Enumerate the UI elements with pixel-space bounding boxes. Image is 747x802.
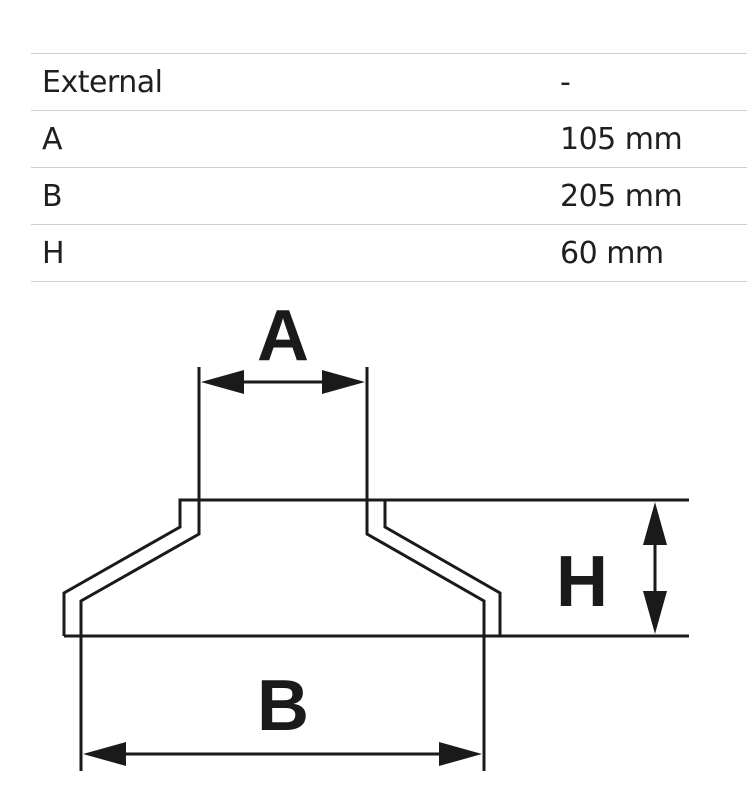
dimension-b-label: B <box>257 666 309 746</box>
dimension-a-arrow-left <box>201 370 244 394</box>
spec-row-b: B 205 mm <box>31 167 747 225</box>
dimension-h-arrow-top <box>643 502 667 545</box>
dimension-h-label: H <box>556 542 608 622</box>
spec-row-h: H 60 mm <box>31 224 747 282</box>
spec-label: External <box>31 53 550 111</box>
spec-value: 205 mm <box>550 167 747 225</box>
part-outer-profile <box>62 498 689 636</box>
spec-label: B <box>31 167 550 225</box>
spec-table: External - A 105 mm B 205 mm H 60 mm <box>31 53 747 282</box>
part-outer-profile-right <box>383 500 502 636</box>
part-inner-profile-right <box>365 500 486 636</box>
dimension-a-label: A <box>257 296 309 376</box>
dimension-a-arrow-right <box>322 370 365 394</box>
spec-label: H <box>31 224 550 282</box>
spec-value: 60 mm <box>550 224 747 282</box>
dimension-b-arrow-left <box>83 742 126 766</box>
dimension-h-arrow-bottom <box>643 591 667 634</box>
spec-row-external: External - <box>31 53 747 111</box>
part-inner-profile <box>79 500 201 636</box>
dimension-b-arrow-right <box>439 742 482 766</box>
spec-value: - <box>550 53 747 111</box>
